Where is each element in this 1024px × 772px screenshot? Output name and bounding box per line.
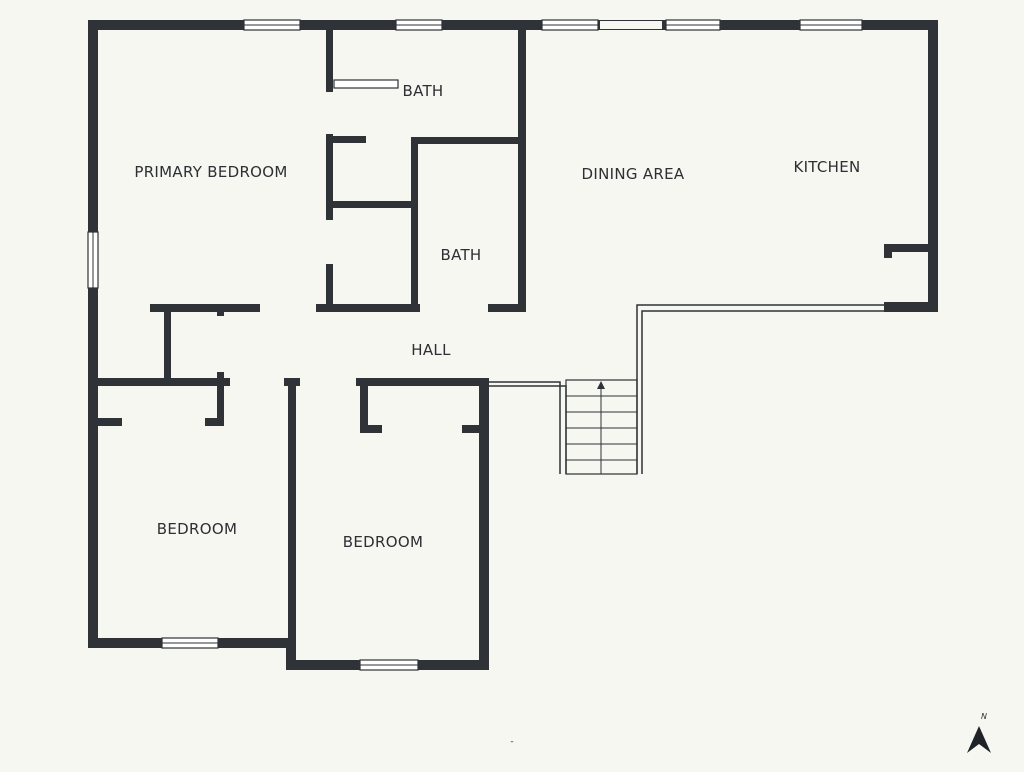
wall-left: [88, 20, 98, 648]
wall-top: [88, 20, 938, 30]
wall-hall-closet: [164, 304, 171, 382]
opening-top: [600, 21, 662, 29]
label-primary-bedroom: PRIMARY BEDROOM: [134, 163, 287, 181]
wall-bath-divider: [411, 137, 526, 144]
wall-hall-bottom-c: [356, 378, 489, 386]
label-bedroom-right: BEDROOM: [343, 533, 423, 551]
wall-left-closet: [217, 372, 224, 426]
wall-bath-stub: [326, 136, 366, 143]
wall-closet-top: [326, 201, 411, 208]
railing: [489, 381, 567, 474]
wall-hall-bottom-a: [88, 378, 230, 386]
wall-kitchen-bottom: [884, 302, 938, 312]
wall-hall-top-a: [88, 304, 96, 312]
label-bath-middle: BATH: [440, 246, 481, 264]
wall-primary-east-b: [326, 134, 333, 220]
wall-primary-east-c: [326, 264, 333, 312]
staircase: [565, 379, 638, 475]
label-hall: HALL: [411, 341, 451, 359]
wall-primary-east-a: [326, 20, 333, 92]
stair-arrow-icon: [597, 381, 605, 389]
wall-right-closet: [360, 380, 368, 432]
label-bath-top: BATH: [402, 82, 443, 100]
wall-right-closet-b: [360, 425, 382, 433]
wall-hall-closet-b: [217, 312, 224, 316]
wall-hall-top-b: [150, 304, 260, 312]
label-dining-area: DINING AREA: [582, 165, 685, 183]
windows: [87, 19, 863, 671]
wall-hall-top-c: [316, 304, 420, 312]
footer-mark: -: [510, 737, 513, 747]
wall-step: [286, 638, 296, 670]
north-arrow-icon: N: [967, 712, 991, 753]
wall-bedroom-divider: [288, 380, 296, 648]
wall-bath-middle-west: [411, 137, 418, 312]
label-kitchen: KITCHEN: [793, 158, 860, 176]
wall-bath-top-east: [518, 20, 526, 312]
wall-left-closet-b: [88, 418, 122, 426]
railing-right: [636, 304, 884, 474]
wall-kitchen-nook-top: [884, 244, 938, 252]
compass-label: N: [981, 712, 987, 721]
wall-left-closet-c: [205, 418, 224, 426]
label-bedroom-left: BEDROOM: [157, 520, 237, 538]
wall-right-closet-c: [462, 425, 486, 433]
wall-bedroom-right-east: [479, 380, 489, 670]
wall-hall-top-d: [488, 304, 526, 312]
wall-kitchen-nook-left: [884, 244, 892, 258]
wall-right: [928, 20, 938, 312]
